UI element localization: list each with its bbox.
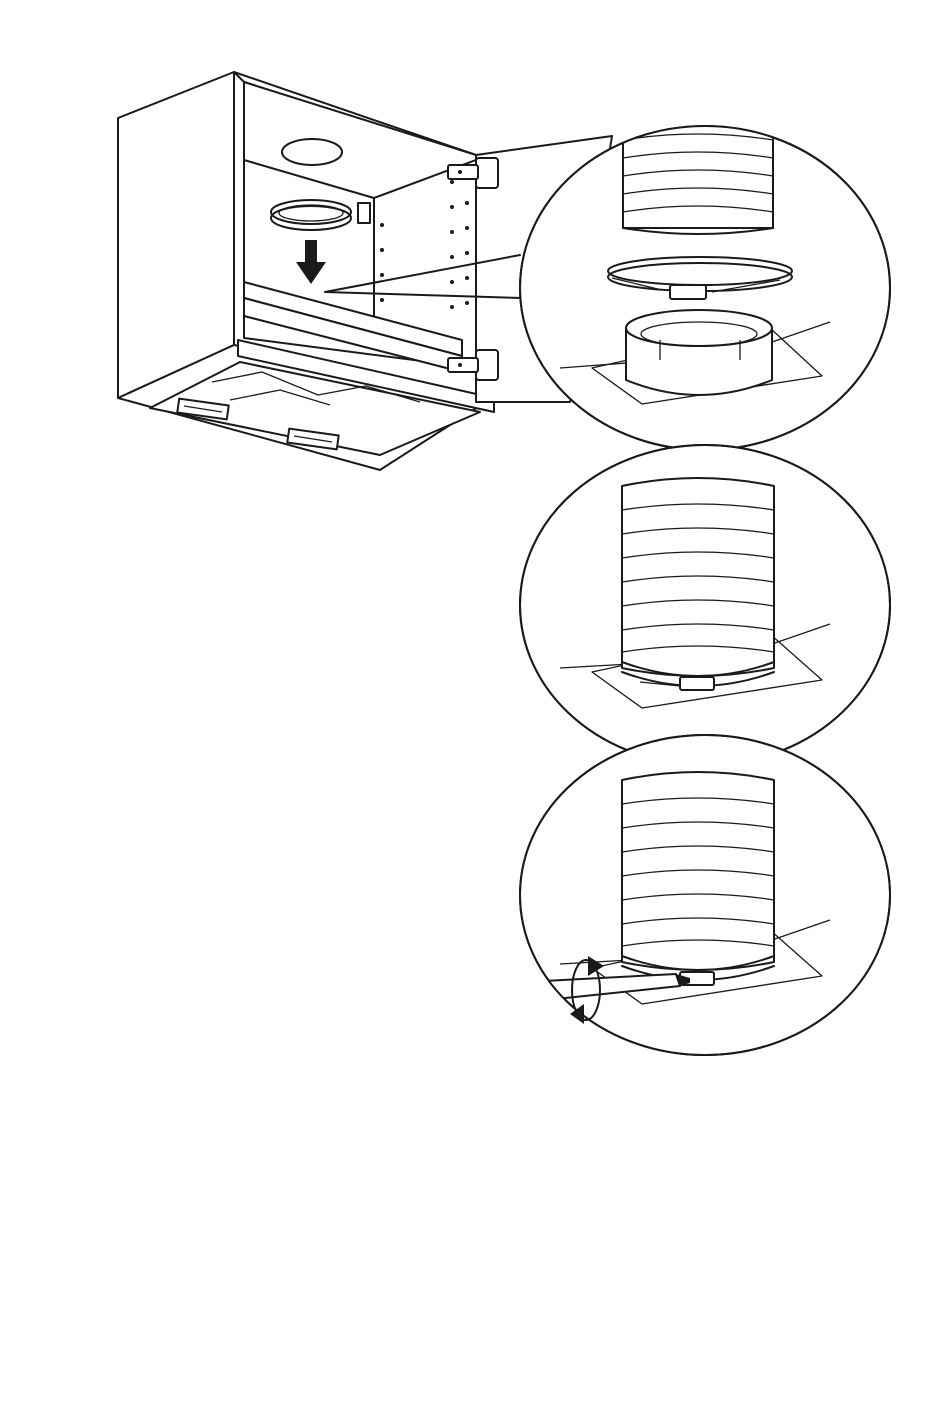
duct-collar <box>626 310 772 395</box>
wall-bracket <box>358 203 370 223</box>
duct-hose <box>622 478 774 676</box>
detail-clamp-tighten <box>520 735 890 1055</box>
duct-hose <box>622 772 774 970</box>
detail-clamp-fitted <box>520 445 890 765</box>
cabinet-left-side <box>118 72 234 398</box>
